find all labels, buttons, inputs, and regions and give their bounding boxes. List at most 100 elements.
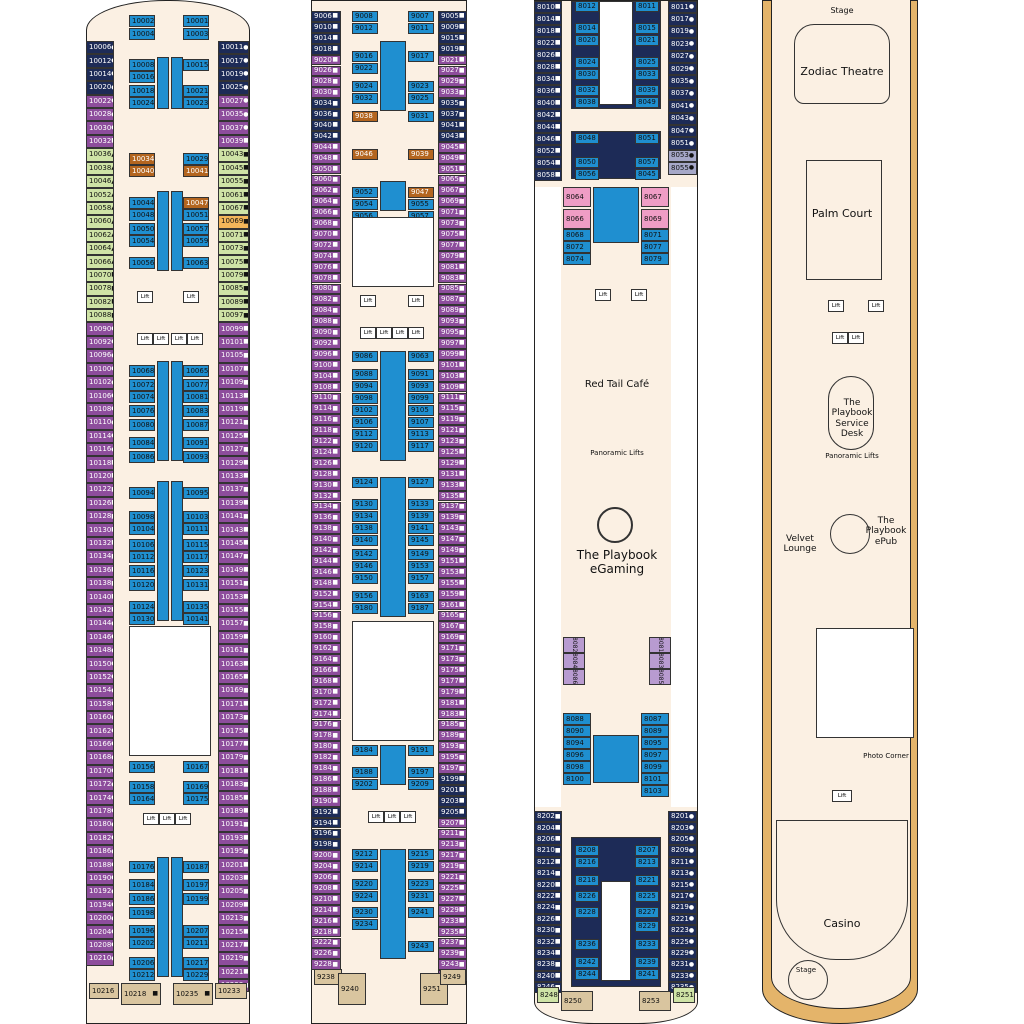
cabin-8205[interactable]: 8205● — [668, 833, 697, 846]
cabin-8018[interactable]: 8018■ — [534, 25, 562, 37]
cabin-9112[interactable]: 9112 — [352, 429, 378, 440]
cabin-10003[interactable]: 10003 — [183, 28, 209, 40]
cabin-8233[interactable]: 8233● — [668, 970, 697, 982]
cabin-9008[interactable]: 9008 — [352, 11, 378, 22]
cabin-9094[interactable]: 9094 — [352, 381, 378, 392]
cabin-9241[interactable]: 9241 — [408, 907, 434, 918]
cabin-9179[interactable]: 9179■ — [438, 686, 467, 698]
cabin-9180[interactable]: 9180 — [352, 603, 378, 614]
cabin-9160[interactable]: 9160■ — [311, 632, 341, 644]
cabin-10051[interactable]: 10051 — [183, 209, 209, 221]
cabin-8221[interactable]: 8221 — [635, 875, 659, 886]
cabin-9224[interactable]: 9224 — [352, 891, 378, 902]
cabin-9120[interactable]: 9120 — [352, 441, 378, 452]
cabin-9207[interactable]: 9207■ — [438, 817, 467, 829]
cabin-10212[interactable]: 10212 — [129, 969, 155, 981]
cabin-9146[interactable]: 9146■ — [311, 566, 341, 578]
cabin-9132[interactable]: 9132■ — [311, 490, 341, 502]
cabin-9137[interactable]: 9137■ — [438, 501, 467, 513]
cabin-10095[interactable]: 10095 — [183, 487, 209, 499]
cabin-9072[interactable]: 9072■ — [311, 239, 341, 251]
cabin-8055[interactable]: 8055● — [668, 162, 697, 175]
cabin-10184[interactable]: 10184 — [129, 879, 155, 891]
cabin-9029[interactable]: 9029■ — [438, 76, 467, 88]
cabin-9199[interactable]: 9199■ — [438, 774, 467, 785]
cabin-9048[interactable]: 9048■ — [311, 152, 341, 164]
cabin-9168[interactable]: 9168■ — [311, 675, 341, 687]
cabin-9073[interactable]: 9073■ — [438, 218, 467, 229]
cabin-10190[interactable]: 10190● — [86, 871, 114, 886]
cabin-9162[interactable]: 9162■ — [311, 643, 341, 655]
cabin-8232[interactable]: 8232■ — [534, 936, 562, 948]
cabin-10123[interactable]: 10123 — [183, 565, 209, 577]
cabin-10120[interactable]: 10120■ — [86, 469, 114, 484]
cabin-9022[interactable]: 9022 — [352, 63, 378, 74]
cabin-10179[interactable]: 10179■ — [218, 751, 249, 765]
cabin-10083[interactable]: 10083 — [183, 405, 209, 417]
cabin-9149[interactable]: 9149■ — [438, 545, 467, 556]
cabin-8095[interactable]: 8095 — [641, 737, 669, 749]
cabin-10108[interactable]: 10108● — [86, 402, 114, 417]
cabin-9171[interactable]: 9171■ — [438, 643, 467, 655]
cabin-10142[interactable]: 10142■ — [86, 603, 114, 618]
cabin-10185[interactable]: 10185■ — [218, 791, 249, 805]
cabin-9075[interactable]: 9075■ — [438, 229, 467, 240]
cabin-10092[interactable]: 10092● — [86, 335, 114, 350]
cabin-8010[interactable]: 8010■ — [534, 1, 562, 13]
cabin-8204[interactable]: 8204■ — [534, 822, 562, 834]
cabin-9140[interactable]: 9140■ — [311, 534, 341, 546]
cabin-10211[interactable]: 10211 — [183, 937, 209, 949]
cabin-9223[interactable]: 9223 — [408, 879, 434, 890]
cabin-10148[interactable]: 10148● — [86, 644, 114, 658]
cabin-9019[interactable]: 9019■ — [438, 43, 467, 55]
cabin-8044[interactable]: 8044■ — [534, 121, 562, 133]
cabin-10079[interactable]: 10079■ — [218, 268, 249, 283]
cabin-9158[interactable]: 9158■ — [311, 621, 341, 633]
cabin-9225[interactable]: 9225■ — [438, 883, 467, 894]
cabin-9131[interactable]: 9131■ — [438, 468, 467, 480]
cabin-9082[interactable]: 9082■ — [311, 294, 341, 306]
cabin-9108[interactable]: 9108■ — [311, 381, 341, 393]
cabin-10072[interactable]: 10072 — [129, 379, 155, 391]
cabin-9127[interactable]: 9127 — [408, 477, 434, 488]
cabin-8052[interactable]: 8052■ — [534, 145, 562, 157]
cabin-10101[interactable]: 10101■ — [218, 335, 249, 350]
cabin-9101[interactable]: 9101■ — [438, 359, 467, 371]
cabin-10038[interactable]: 10038▲ — [86, 161, 114, 175]
cabin-10165[interactable]: 10165■ — [218, 670, 249, 685]
cabin-10017[interactable]: 10017● — [218, 54, 249, 68]
cabin-10158[interactable]: 10158 — [129, 781, 155, 793]
cabin-9166[interactable]: 9166■ — [311, 665, 341, 676]
cabin-9193[interactable]: 9193■ — [438, 741, 467, 753]
cabin-10070[interactable]: 10070■ — [86, 268, 114, 283]
cabin-8094[interactable]: 8094 — [563, 737, 591, 749]
cabin-10117[interactable]: 10117 — [183, 551, 209, 563]
cabin-10161[interactable]: 10161■ — [218, 644, 249, 658]
cabin-10054[interactable]: 10054 — [129, 235, 155, 247]
cabin-8208[interactable]: 8208 — [575, 845, 599, 856]
cabin-9154[interactable]: 9154■ — [311, 599, 341, 611]
cabin-8020[interactable]: 8020 — [575, 35, 599, 46]
cabin-10217[interactable]: 10217 — [183, 957, 209, 969]
cabin-10192[interactable]: 10192● — [86, 885, 114, 899]
cabin-9032[interactable]: 9032 — [352, 93, 378, 104]
cabin-9138[interactable]: 9138 — [352, 523, 378, 534]
cabin-9240[interactable]: 9240 — [338, 973, 366, 1005]
cabin-9089[interactable]: 9089■ — [438, 305, 467, 317]
cabin-10119[interactable]: 10119■ — [218, 402, 249, 417]
cabin-10187[interactable]: 10187 — [183, 861, 209, 873]
cabin-9204[interactable]: 9204■ — [311, 861, 341, 873]
cabin-8025[interactable]: 8025 — [635, 57, 659, 68]
cabin-8015[interactable]: 8015 — [635, 23, 659, 34]
cabin-9062[interactable]: 9062■ — [311, 185, 341, 197]
cabin-10086[interactable]: 10086 — [129, 451, 155, 463]
cabin-9006[interactable]: 9006■ — [311, 11, 341, 22]
cabin-8074[interactable]: 8074 — [563, 253, 591, 265]
cabin-10076[interactable]: 10076 — [129, 405, 155, 417]
cabin-10209[interactable]: 10209■ — [218, 898, 249, 912]
cabin-9197[interactable]: 9197 — [408, 767, 434, 778]
cabin-9093[interactable]: 9093■ — [438, 316, 467, 328]
cabin-9133[interactable]: 9133■ — [438, 479, 467, 491]
cabin-10120[interactable]: 10120 — [129, 579, 155, 591]
cabin-8026[interactable]: 8026■ — [534, 49, 562, 61]
